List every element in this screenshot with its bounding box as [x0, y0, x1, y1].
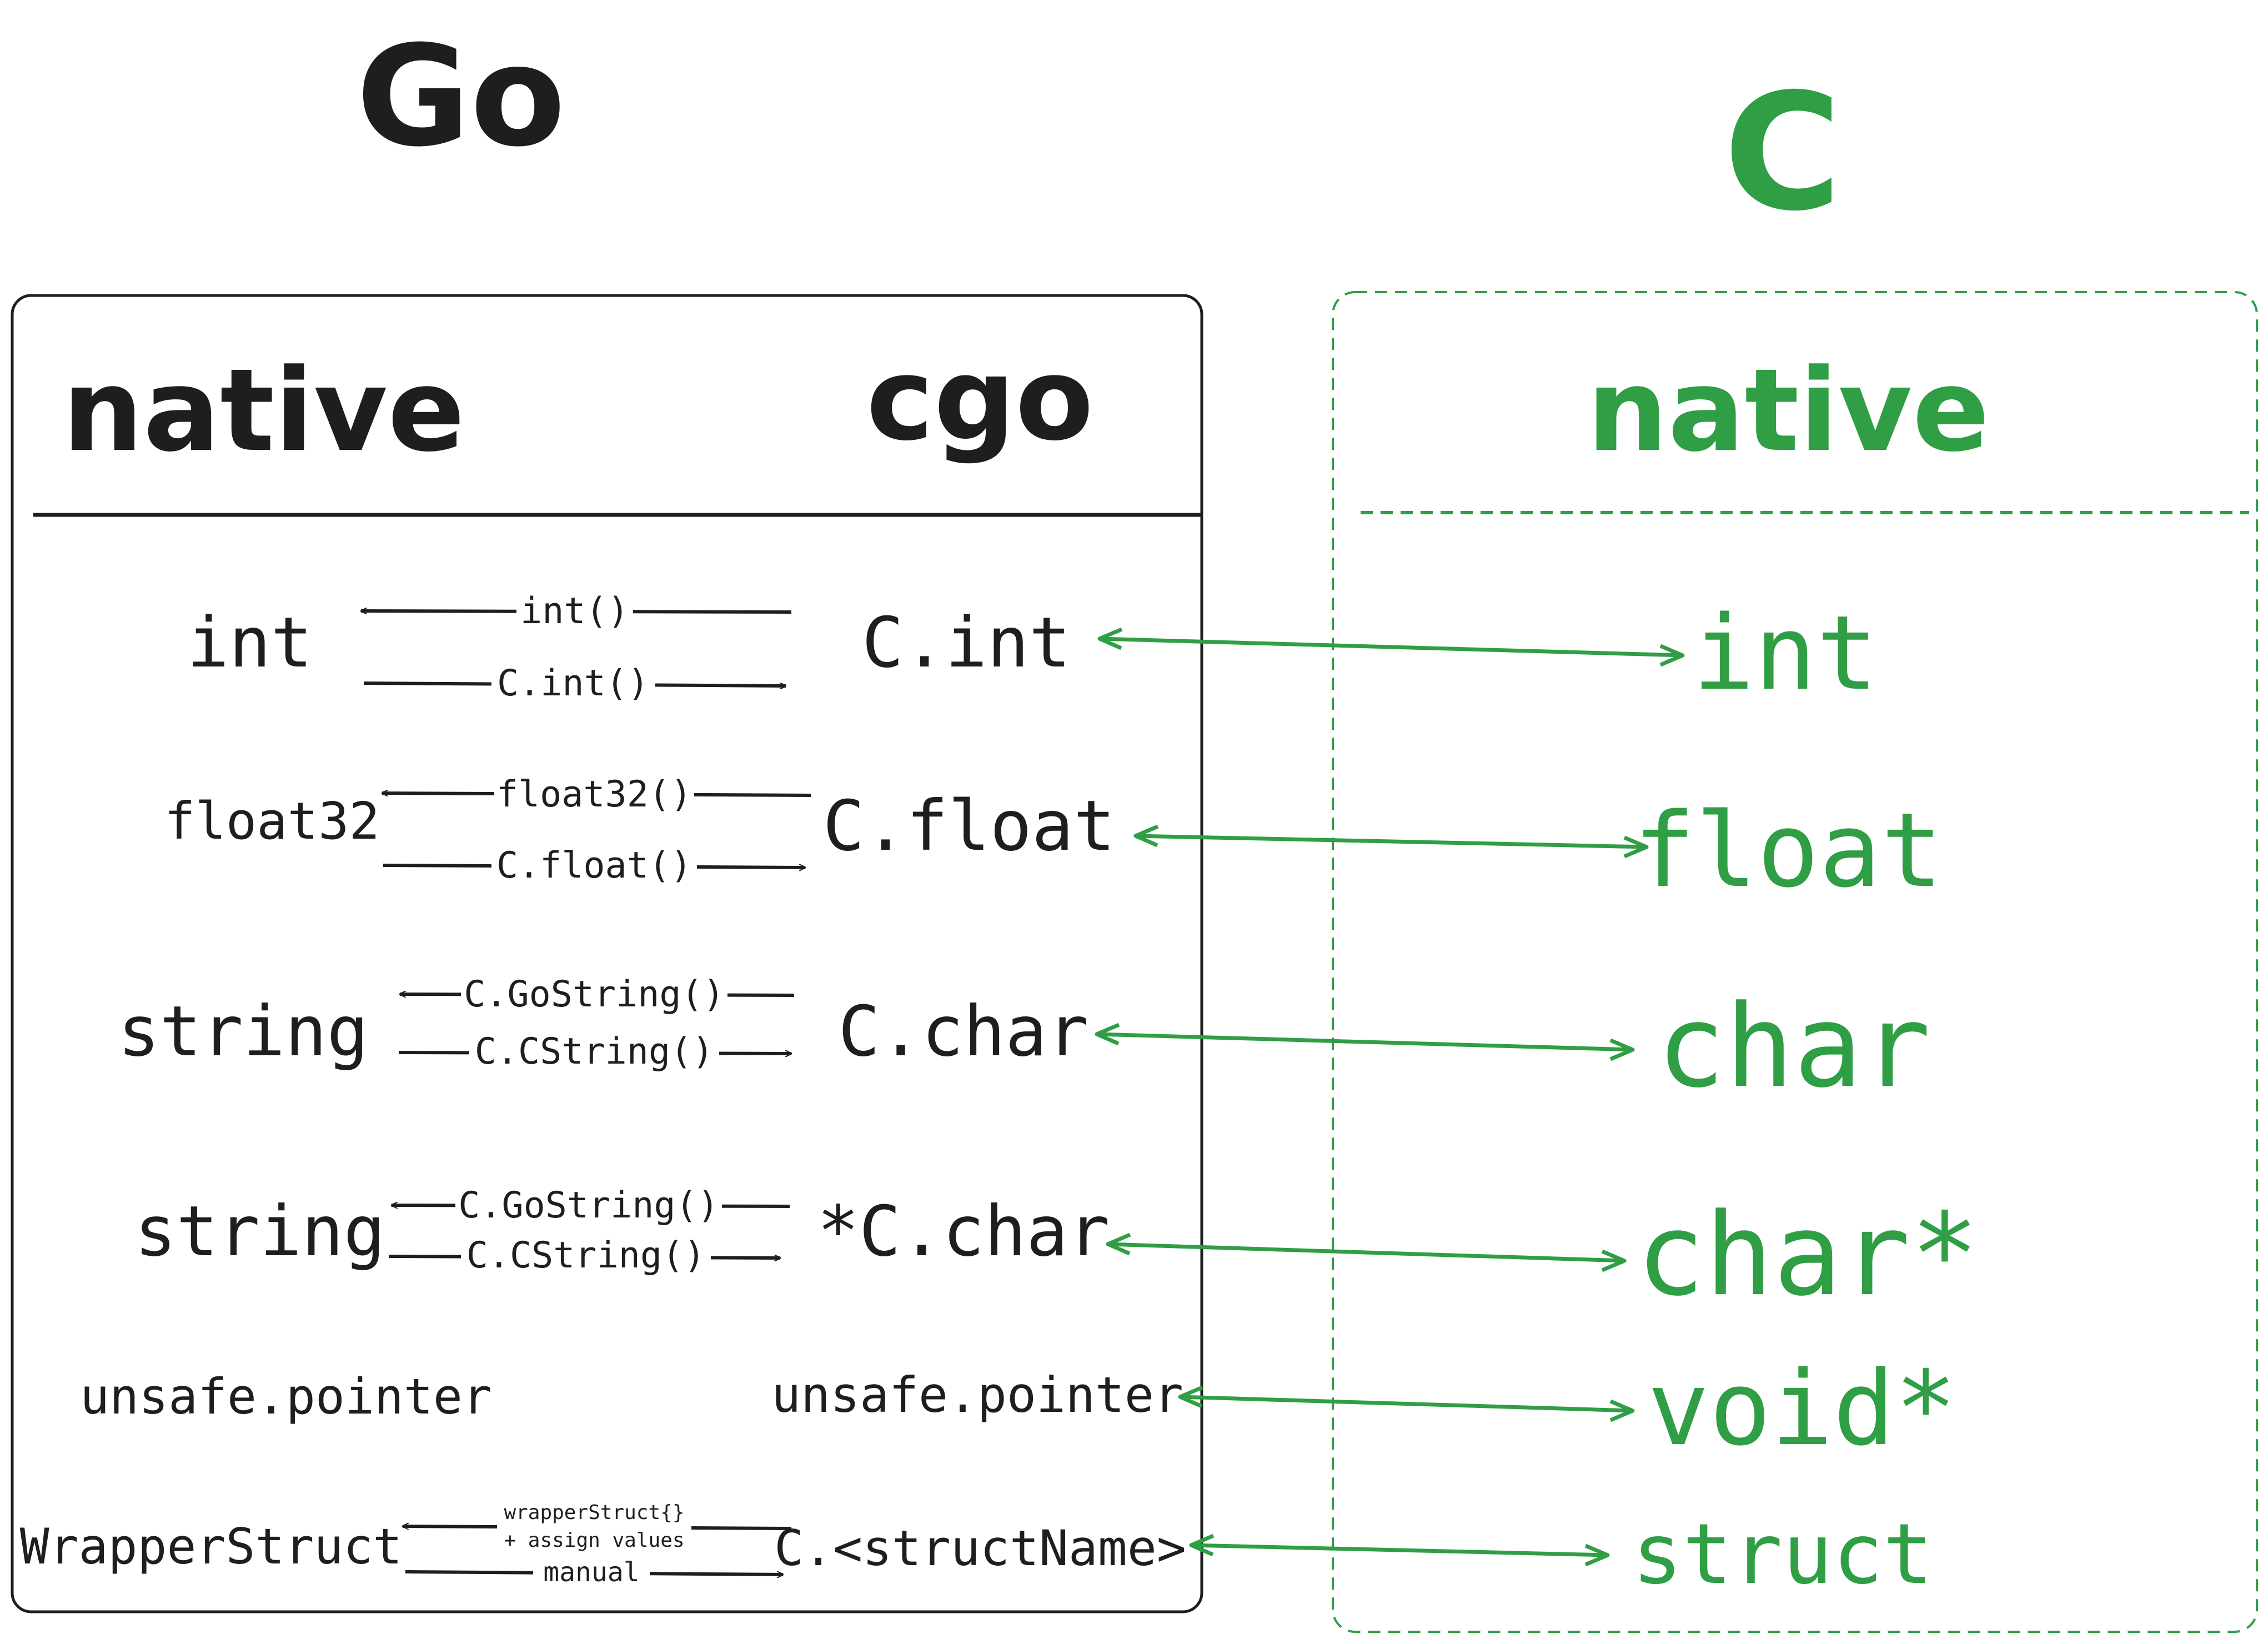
go-type-label: string: [134, 1191, 385, 1272]
to-go-label: int(): [520, 590, 629, 632]
bridge-arrowhead-left: [1095, 1023, 1120, 1046]
c-type-label: char: [1657, 981, 1931, 1113]
row-char: string C.GoString() C.CString() C.char c…: [118, 972, 1931, 1113]
bridge-arrowhead-left: [1097, 627, 1123, 650]
row-int: int int() C.int() C.int int: [187, 588, 1878, 713]
bridge-arrowhead-right: [1609, 1038, 1635, 1061]
go-type-label: int: [187, 603, 313, 683]
bridge-arrow: [1107, 1242, 1625, 1263]
c-box: [1332, 291, 2258, 1633]
go-type-label: float32: [164, 791, 380, 851]
bridge-arrowhead-right: [1659, 644, 1685, 667]
c-heading: C: [1724, 59, 1842, 247]
bridge-arrowhead-left: [1178, 1385, 1203, 1409]
to-cgo-label: C.CString(): [475, 1031, 714, 1072]
bridge-arrow: [1096, 1032, 1633, 1052]
cgo-type-label: *C.char: [817, 1191, 1110, 1272]
bridge-arrow: [1099, 636, 1683, 658]
to-go-label: wrapperStruct{}: [504, 1501, 684, 1524]
go-cgo-label: cgo: [866, 334, 1093, 466]
bridge-arrowhead-left: [1106, 1232, 1131, 1256]
bridge-arrowhead-left: [1189, 1533, 1215, 1557]
cgo-type-label: C.int: [862, 603, 1071, 683]
c-type-label: struct: [1632, 1506, 1933, 1603]
cgo-type-label: C.float: [823, 786, 1116, 866]
cgo-type-label: unsafe.pointer: [771, 1366, 1183, 1424]
bridge-arrowhead-right: [1609, 1399, 1635, 1422]
go-type-label: unsafe.pointer: [80, 1368, 492, 1425]
to-go-label: C.GoString(): [458, 1185, 719, 1226]
go-type-label: string: [118, 991, 369, 1072]
go-native-label: native: [62, 345, 465, 477]
bridge-arrowhead-left: [1133, 824, 1159, 848]
to-go-label: C.GoString(): [464, 974, 725, 1015]
to-cgo-label: C.CString(): [466, 1235, 705, 1276]
cgo-type-label: C.<structName>: [774, 1520, 1186, 1577]
row-char-pointer: string C.GoString() C.CString() *C.char …: [134, 1183, 1979, 1321]
row-float: float32 float32() C.float() C.float floa…: [164, 771, 1943, 910]
bridge-arrow: [1180, 1395, 1633, 1413]
bridge-arrowhead-right: [1623, 835, 1649, 859]
c-type-label: int: [1693, 593, 1878, 713]
to-cgo-label: C.float(): [496, 845, 692, 886]
c-native-label: native: [1587, 345, 1989, 477]
bridge-arrow: [1135, 834, 1647, 849]
to-go-label: float32(): [496, 774, 692, 815]
c-type-label: void*: [1648, 1349, 1957, 1468]
go-box: [11, 294, 1203, 1613]
bridge-arrowhead-right: [1584, 1543, 1610, 1567]
to-cgo-label: C.int(): [497, 663, 649, 704]
c-type-label: float: [1634, 790, 1943, 910]
row-struct: WrapperStruct wrapperStruct{} + assign v…: [20, 1500, 1933, 1603]
go-heading: Go: [357, 16, 566, 177]
cgo-type-label: C.char: [838, 991, 1089, 1072]
c-type-label: char*: [1636, 1189, 1979, 1321]
to-go-label-line-2: + assign values: [504, 1529, 684, 1552]
row-void-pointer: unsafe.pointer unsafe.pointer void*: [80, 1349, 1956, 1468]
to-cgo-label: manual: [543, 1557, 639, 1588]
go-type-label: WrapperStruct: [20, 1518, 403, 1575]
bridge-arrow: [1191, 1543, 1608, 1557]
bridge-arrowhead-right: [1601, 1249, 1627, 1272]
